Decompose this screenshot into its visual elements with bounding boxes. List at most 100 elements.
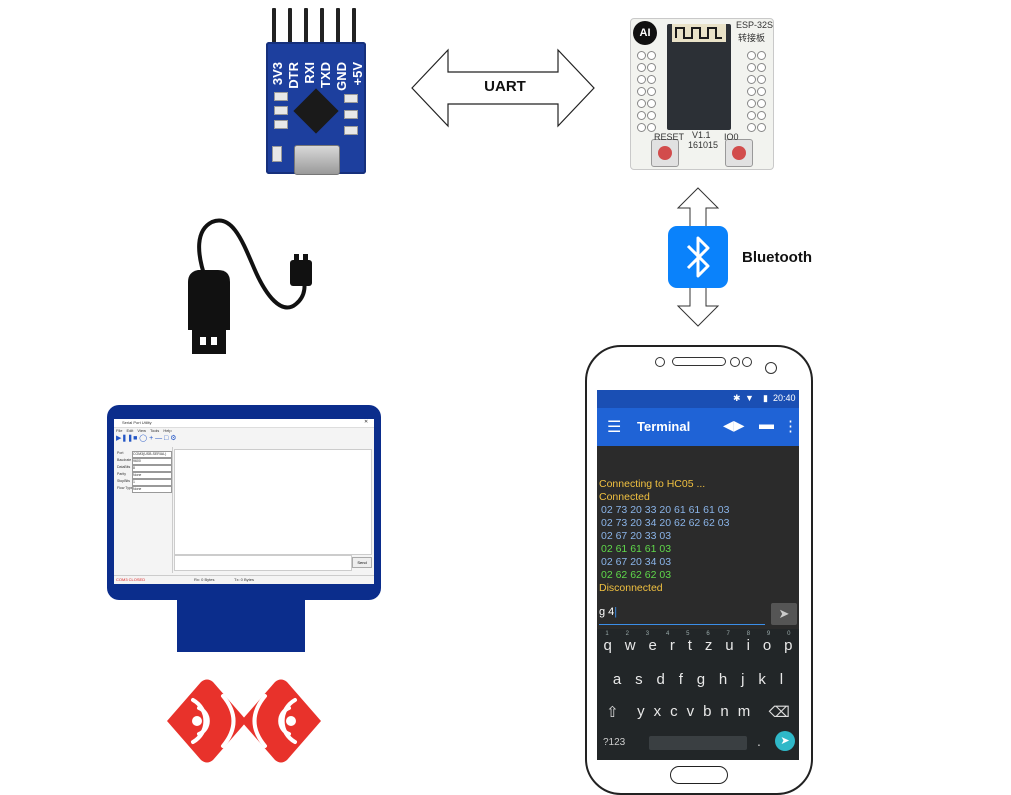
key-x[interactable]: x xyxy=(653,703,662,720)
io0-label: IO0 xyxy=(724,132,739,142)
status-port: COM3 CLOSED xyxy=(116,577,146,582)
setting-label: StopBits xyxy=(117,479,131,483)
terminal-line: 02 61 61 61 03 xyxy=(601,543,672,555)
setting-select[interactable]: COM3(USB-SERIAL) xyxy=(132,451,172,458)
shift-key[interactable]: ⇧ xyxy=(606,704,619,721)
terminal-line: Connected xyxy=(599,491,650,503)
key-j[interactable]: j xyxy=(741,671,745,688)
espressif-logo xyxy=(167,679,321,763)
setting-select[interactable]: None xyxy=(132,486,172,493)
send-input[interactable] xyxy=(174,555,352,571)
key-r[interactable]: r xyxy=(669,637,675,654)
key-hint: 9 xyxy=(766,631,771,637)
setting-label: Baudrate xyxy=(117,458,132,462)
key-f[interactable]: f xyxy=(678,671,683,688)
connect-icon[interactable]: ◀▶ xyxy=(723,417,745,433)
space-bar[interactable] xyxy=(649,736,747,750)
battery-icon: ▮ xyxy=(763,393,768,403)
status-rx: Rx: 0 Bytes xyxy=(194,577,215,582)
input-row: g 4| ➤ xyxy=(597,601,799,629)
terminal-line: Connecting to HC05 ... xyxy=(599,478,706,490)
key-m[interactable]: m xyxy=(737,703,751,720)
pin-label-5v: +5V xyxy=(350,62,365,86)
status-time: 20:40 xyxy=(773,393,796,403)
home-button[interactable] xyxy=(670,766,728,784)
pin-label-rxi: RXI xyxy=(302,62,317,84)
key-e[interactable]: e xyxy=(648,637,657,654)
status-bar: ✱ ▼ ▮ 20:40 xyxy=(597,390,799,408)
menu-item[interactable]: Edit xyxy=(126,428,134,433)
key-p[interactable]: p xyxy=(784,637,793,654)
menu-item[interactable]: File xyxy=(116,428,123,433)
receive-area xyxy=(174,449,372,555)
ai-logo: AI xyxy=(633,21,657,45)
enter-key[interactable]: ➤ xyxy=(775,731,795,751)
terminal-line: 02 67 20 34 03 xyxy=(601,556,672,568)
terminal-line: Disconnected xyxy=(599,582,663,594)
uart-arrow xyxy=(411,48,595,128)
key-hint: 5 xyxy=(686,631,690,637)
send-button[interactable]: ➤ xyxy=(771,603,797,625)
key-hint: 1 xyxy=(605,631,609,637)
key-t[interactable]: t xyxy=(687,637,692,654)
key-n[interactable]: n xyxy=(720,703,729,720)
key-w[interactable]: w xyxy=(624,637,636,654)
pin-label-3v3: 3V3 xyxy=(270,62,285,86)
overflow-menu-icon[interactable]: ⋮ xyxy=(783,418,798,435)
period-key[interactable]: . xyxy=(757,733,761,749)
menu-item[interactable]: View xyxy=(137,428,146,433)
key-v[interactable]: v xyxy=(686,703,695,720)
key-i[interactable]: i xyxy=(746,637,750,654)
key-c[interactable]: c xyxy=(670,703,678,720)
key-b[interactable]: b xyxy=(703,703,712,720)
key-o[interactable]: o xyxy=(762,637,772,654)
key-d[interactable]: d xyxy=(656,671,665,688)
setting-select[interactable]: None xyxy=(132,472,172,479)
key-hint: 7 xyxy=(726,631,730,637)
terminal-line: 02 73 20 33 20 61 61 61 03 xyxy=(601,504,730,516)
key-g[interactable]: g xyxy=(696,671,706,688)
key-hint: 2 xyxy=(625,631,629,637)
key-s[interactable]: s xyxy=(635,671,643,688)
symbols-key[interactable]: ?123 xyxy=(603,737,626,748)
menu-item[interactable]: Help xyxy=(163,428,172,433)
key-a[interactable]: a xyxy=(612,671,622,688)
key-z[interactable]: z xyxy=(704,637,713,654)
key-k[interactable]: k xyxy=(758,671,766,688)
delete-icon[interactable]: ▬ xyxy=(759,416,774,433)
menu-item[interactable]: Tools xyxy=(149,428,160,433)
key-l[interactable]: l xyxy=(779,671,784,688)
setting-select[interactable]: 9600 xyxy=(132,458,172,465)
pcb-antenna xyxy=(672,24,726,42)
key-u[interactable]: u xyxy=(725,637,734,654)
key-q[interactable]: q xyxy=(603,637,612,654)
setting-label: Parity xyxy=(117,472,126,476)
esp-board-title-1: ESP-32S xyxy=(736,20,774,30)
window-close-icon[interactable]: ✕ xyxy=(364,419,369,425)
setting-select[interactable]: 8 xyxy=(132,465,172,472)
phone-camera xyxy=(655,357,665,367)
wifi-status-icon: ▼ xyxy=(745,393,754,403)
bluetooth-icon xyxy=(668,226,728,288)
phone-sensor-2 xyxy=(742,357,752,367)
status-tx: Tx: 0 Bytes xyxy=(234,577,255,582)
terminal-line: 02 73 20 34 20 62 62 62 03 xyxy=(601,517,730,529)
key-hint: 4 xyxy=(665,631,670,637)
pin-label-txd: TXD xyxy=(318,62,333,88)
phone-sensor-3 xyxy=(765,362,777,374)
setting-label: Port xyxy=(117,451,124,455)
backspace-key[interactable]: ⌫ xyxy=(768,704,790,721)
key-h[interactable]: h xyxy=(718,671,728,688)
terminal-input[interactable]: g 4| xyxy=(599,606,765,625)
menu-icon[interactable]: ☰ xyxy=(607,419,622,436)
window-titlebar: Serial Port Utility ✕ xyxy=(114,419,374,428)
setting-select[interactable]: 1 xyxy=(132,479,172,486)
phone-speaker xyxy=(672,357,726,366)
terminal-line: 02 67 20 33 03 xyxy=(601,530,672,542)
send-button-pc[interactable]: Send xyxy=(352,557,372,568)
toolbar: ▶❚❚■ ◯ + — □ ⚙ xyxy=(116,435,177,442)
key-y[interactable]: y xyxy=(637,703,645,720)
